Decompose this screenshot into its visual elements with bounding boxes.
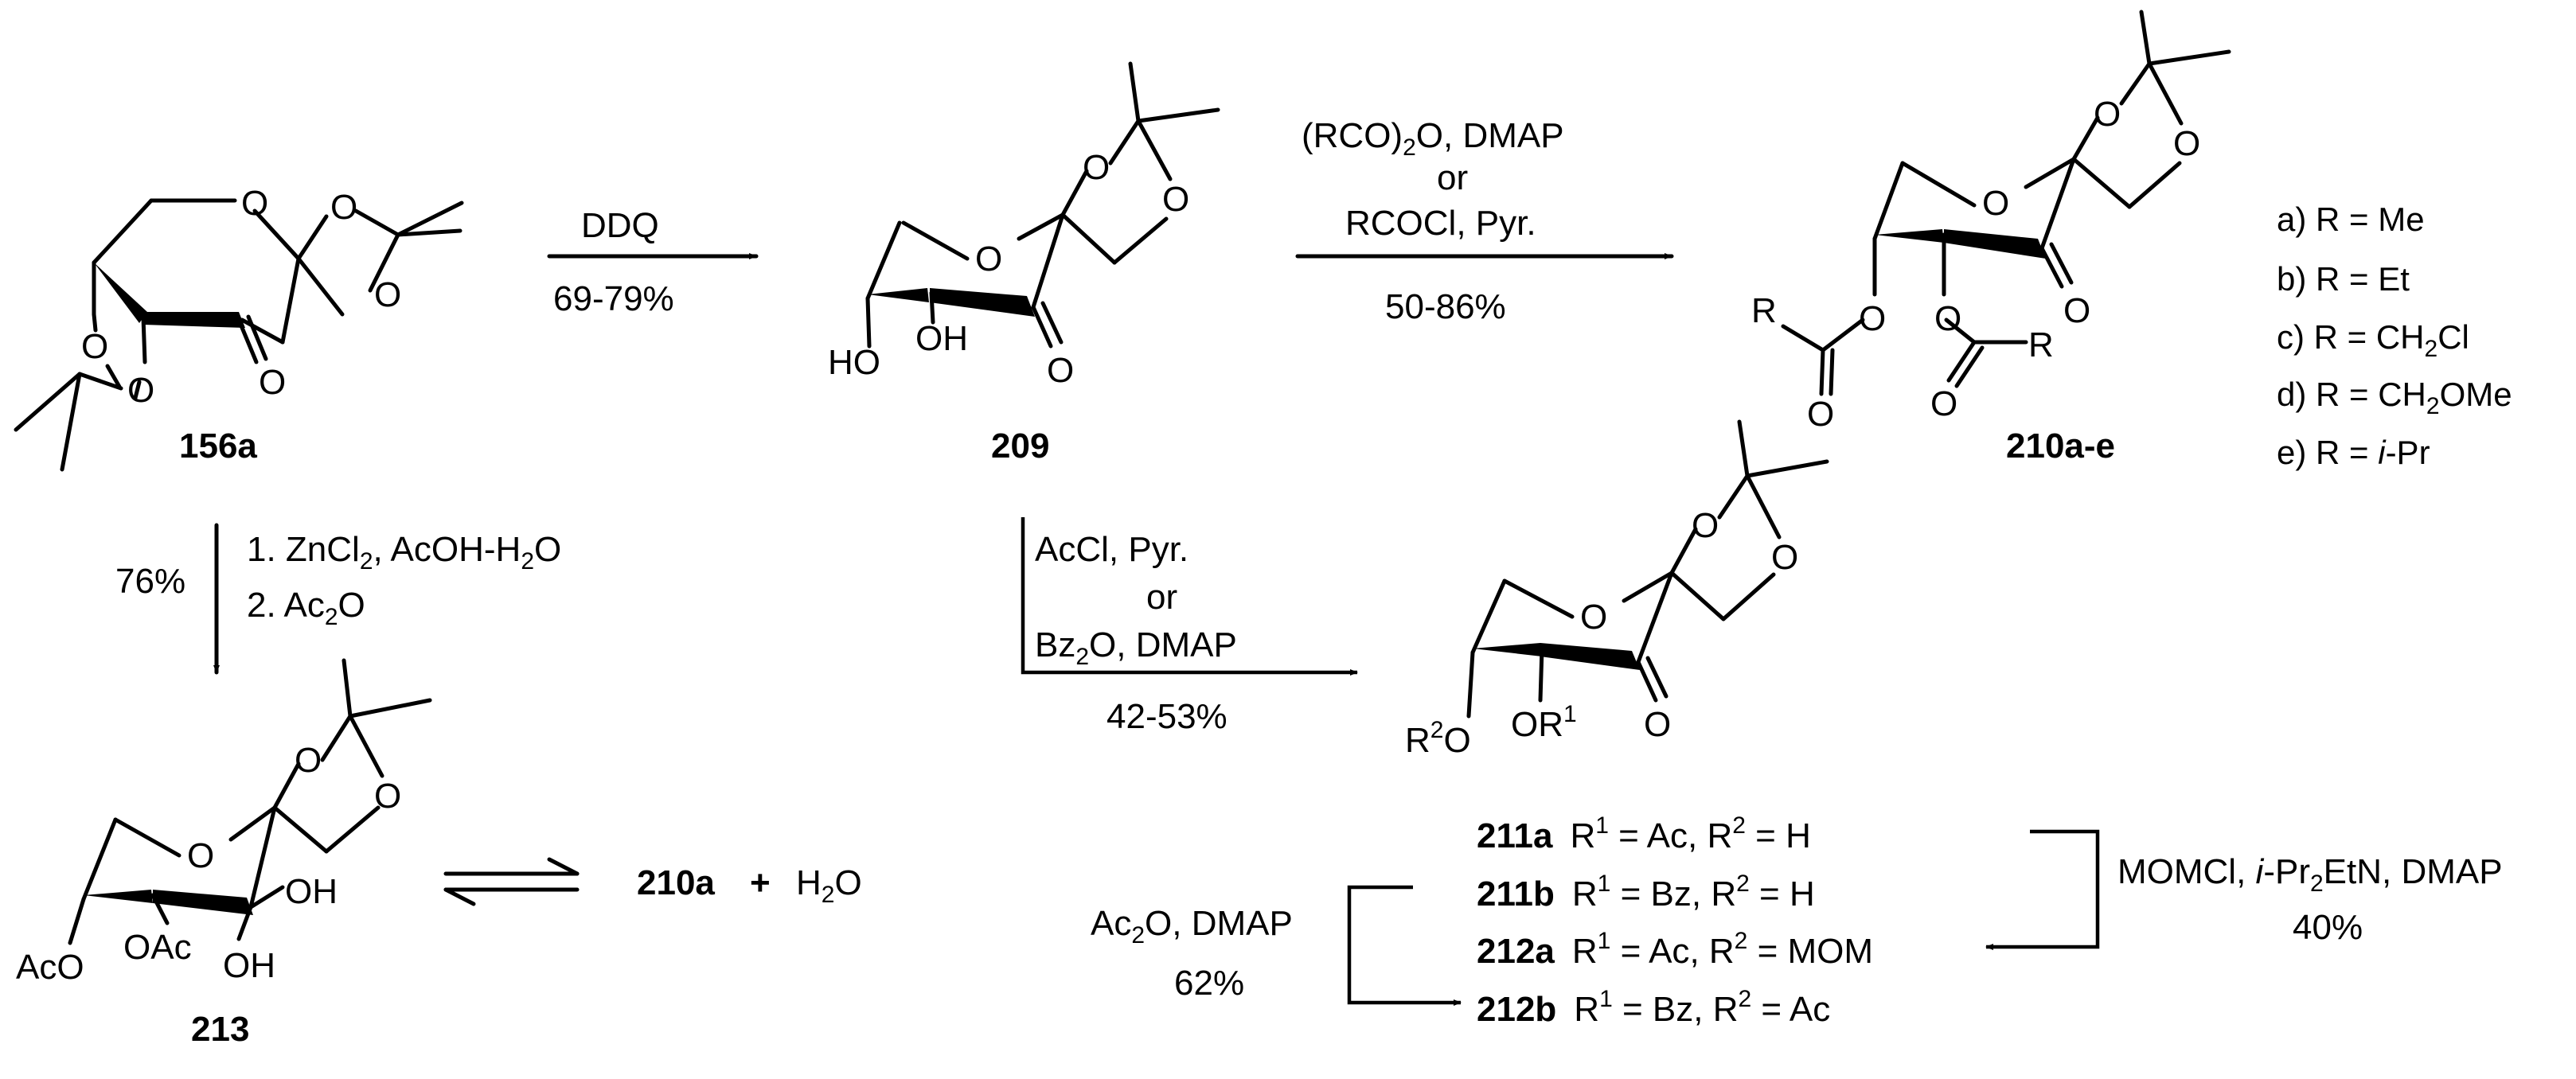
atom-O: O [81, 327, 108, 366]
atom-OAc: OAc [123, 928, 192, 967]
label-156a: 156a [179, 427, 257, 465]
atom-O: O [1162, 180, 1189, 219]
atom-HO: HO [828, 343, 880, 382]
r-group-a: a) R = Me [2277, 201, 2425, 238]
atom-O: O [1807, 395, 1834, 434]
label-209: 209 [991, 427, 1049, 465]
atom-O: O [1083, 148, 1110, 187]
atom-R: R [2028, 325, 2054, 364]
label-210a-e: 210a-e [2006, 427, 2115, 465]
compound-211-212: O O O O R2O OR1 [1405, 419, 1829, 760]
atom-O: O [127, 371, 154, 410]
atom-O: O [975, 240, 1002, 279]
cond-ddq-yield: 69-79% [553, 279, 674, 318]
atom-OH: OH [285, 872, 338, 911]
arrow-209-to-211 [1021, 517, 1358, 676]
r-group-e: e) R = i-Pr [2277, 434, 2430, 471]
arrow-211a-to-212a [1985, 829, 2100, 950]
atom-O: O [1047, 351, 1074, 390]
atom-O: O [259, 363, 286, 402]
cond-acl-or: or [1146, 578, 1177, 617]
atom-O: O [1692, 506, 1719, 545]
atom-O: O [187, 836, 214, 875]
atom-O: O [1934, 299, 1961, 338]
atom-OH: OH [223, 946, 275, 985]
cond-acyl-line3: RCOCl, Pyr. [1345, 204, 1536, 243]
atom-O: O [295, 741, 322, 780]
r-group-list: a) R = Me b) R = Et c) R = CH2Cl d) R = … [2277, 201, 2512, 471]
atom-O: O [1644, 705, 1671, 744]
compound-213: O O O OH OH OAc AcO 213 [16, 658, 432, 1049]
atom-O: O [1930, 384, 1957, 423]
atom-O: O [1982, 184, 2009, 223]
cond-ddq: DDQ [581, 206, 659, 245]
atom-O: O [1580, 598, 1607, 637]
cond-zn-line2: 2. Ac2O [247, 586, 365, 630]
cond-mom-yield: 40% [2293, 908, 2363, 947]
label-213: 213 [191, 1010, 249, 1049]
cond-acl-line3: Bz2O, DMAP [1035, 625, 1237, 670]
water: H2O [796, 863, 862, 908]
atom-O: O [2063, 291, 2090, 330]
atom-O: O [2094, 95, 2121, 134]
atom-O: O [374, 777, 401, 816]
compound-210a-e: O O O O O O R R O O 210a-e [1751, 10, 2231, 465]
cond-ac2o-yield: 62% [1174, 964, 1244, 1003]
cond-acyl-yield: 50-86% [1385, 287, 1506, 326]
cond-zn-yield: 76% [115, 562, 185, 601]
atom-O: O [241, 184, 268, 223]
atom-O: O [374, 275, 401, 314]
cond-acl-yield: 42-53% [1107, 697, 1228, 736]
cond-ac2o: Ac2O, DMAP [1091, 904, 1293, 949]
r-group-d: d) R = CH2OMe [2277, 376, 2512, 419]
atom-O: O [1771, 538, 1798, 577]
atom-AcO: AcO [16, 948, 84, 987]
arrow-211b-to-212b [1347, 885, 1462, 1006]
atom-O: O [330, 188, 357, 227]
r-group-c: c) R = CH2Cl [2277, 318, 2469, 362]
atom-R2O: R2O [1405, 717, 1471, 760]
label-210a: 210a [637, 863, 715, 902]
cond-zn-line1: 1. ZnCl2, AcOH-H2O [247, 530, 561, 575]
r-group-b: b) R = Et [2277, 260, 2410, 298]
compound-156a: O O O O O O 156a [14, 184, 464, 472]
cond-acyl-line1: (RCO)2O, DMAP [1302, 116, 1564, 161]
atom-OH: OH [915, 319, 968, 358]
atom-R: R [1751, 291, 1777, 330]
plus-sign: + [750, 863, 771, 902]
atom-O: O [2173, 124, 2200, 163]
cond-acl-line1: AcCl, Pyr. [1035, 530, 1188, 569]
compound-209: O O O O HO OH 209 [828, 61, 1220, 465]
equilibrium-arrows [443, 857, 580, 906]
atom-OR1: OR1 [1511, 701, 1577, 744]
cond-mom: MOMCl, i-Pr2EtN, DMAP [2117, 852, 2503, 897]
cond-acyl-or: or [1437, 158, 1468, 197]
atom-O: O [1859, 299, 1886, 338]
